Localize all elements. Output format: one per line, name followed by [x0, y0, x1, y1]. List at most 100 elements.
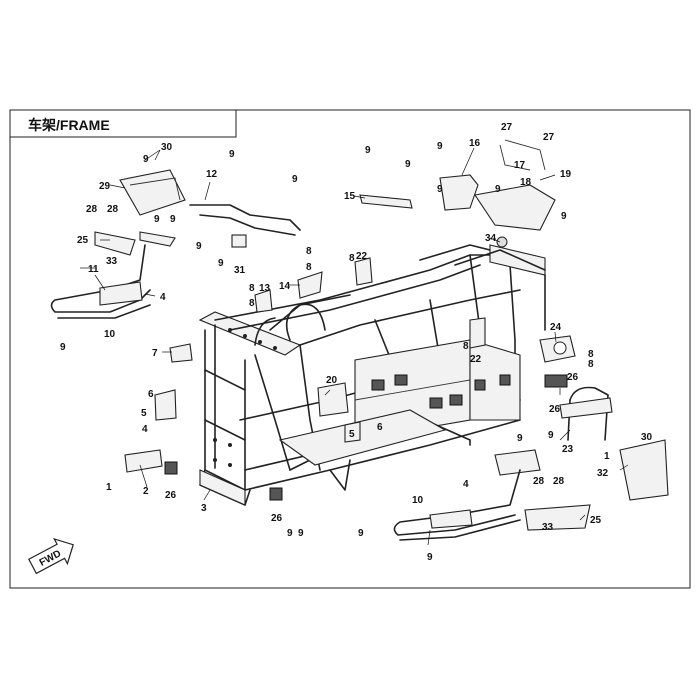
callout-9: 9 [218, 258, 224, 269]
callout-5: 5 [349, 429, 355, 440]
callout-33: 33 [106, 256, 118, 267]
callout-3: 3 [201, 503, 207, 514]
diagram-border [9, 109, 691, 589]
rear-brackets [439, 139, 556, 231]
front-left-footrest [50, 169, 186, 319]
rubber-26-b [269, 487, 283, 501]
callout-32: 32 [597, 468, 609, 479]
callout-9: 9 [495, 184, 501, 195]
callout-8: 8 [588, 349, 594, 360]
callouts: 30 9 29 28 28 9 9 25 33 11 4 10 9 1 2 9 9… [60, 122, 653, 563]
part-34-nut [496, 236, 508, 248]
callout-1: 1 [106, 482, 112, 493]
callout-14: 14 [279, 281, 291, 292]
part-14 [297, 271, 323, 299]
callout-2: 2 [143, 486, 149, 497]
callout-8: 8 [306, 246, 312, 257]
callout-9: 9 [365, 145, 371, 156]
part-13 [254, 289, 273, 313]
title-box [10, 110, 237, 138]
callout-27: 27 [501, 122, 513, 133]
part-5-left [154, 389, 177, 421]
callout-28: 28 [107, 204, 119, 215]
callout-4: 4 [463, 479, 469, 490]
callout-30: 30 [641, 432, 653, 443]
callout-26: 26 [165, 490, 177, 501]
callout-9: 9 [358, 528, 364, 539]
callout-8: 8 [588, 359, 594, 370]
callout-22: 22 [356, 251, 368, 262]
front-bracket [189, 204, 301, 248]
callout-26: 26 [549, 404, 561, 415]
rear-right-footrest [393, 439, 669, 541]
part-22b [469, 317, 486, 349]
part-7 [169, 343, 193, 363]
callout-9: 9 [196, 241, 202, 252]
callout-28: 28 [553, 476, 565, 487]
callout-9: 9 [437, 141, 443, 152]
callout-27: 27 [543, 132, 555, 143]
callout-13: 13 [259, 283, 271, 294]
callout-10: 10 [412, 495, 424, 506]
callout-9: 9 [292, 174, 298, 185]
callout-1: 1 [604, 451, 610, 462]
part-20 [317, 382, 349, 417]
callout-9: 9 [229, 149, 235, 160]
callout-25: 25 [77, 235, 89, 246]
diagram-title: 车架/FRAME [28, 117, 110, 133]
callout-7: 7 [152, 348, 158, 359]
callout-11: 11 [88, 264, 99, 275]
part-15-bar [359, 194, 413, 209]
callout-9: 9 [298, 528, 304, 539]
callout-31: 31 [234, 265, 246, 276]
callout-9: 9 [437, 184, 443, 195]
callout-8: 8 [249, 298, 255, 309]
part-24 [539, 335, 576, 363]
part-23 [559, 386, 613, 441]
callout-5: 5 [141, 408, 147, 419]
callout-33: 33 [542, 522, 554, 533]
callout-25: 25 [590, 515, 602, 526]
callout-15: 15 [344, 191, 356, 202]
callout-34: 34 [485, 233, 497, 244]
callout-6: 6 [377, 422, 383, 433]
rubber-26-a [164, 461, 178, 475]
callout-30: 30 [161, 142, 173, 153]
callout-9: 9 [405, 159, 411, 170]
rubber-26-c [544, 374, 568, 388]
callout-9: 9 [517, 433, 523, 444]
callout-9: 9 [143, 154, 149, 165]
callout-22: 22 [470, 354, 482, 365]
part-2 [124, 449, 163, 473]
callout-17: 17 [514, 160, 526, 171]
callout-23: 23 [562, 444, 574, 455]
callout-28: 28 [86, 204, 98, 215]
callout-9: 9 [154, 214, 160, 225]
callout-9: 9 [170, 214, 176, 225]
callout-9: 9 [548, 430, 554, 441]
callout-8: 8 [306, 262, 312, 273]
callout-8: 8 [463, 341, 469, 352]
fwd-arrow-icon [28, 537, 74, 575]
callout-28: 28 [533, 476, 545, 487]
callout-10: 10 [104, 329, 116, 340]
callout-26: 26 [567, 372, 579, 383]
callout-4: 4 [142, 424, 148, 435]
callout-4: 4 [160, 292, 166, 303]
callout-21: 9 [427, 552, 433, 563]
callout-8: 8 [249, 283, 255, 294]
callout-9: 9 [561, 211, 567, 222]
callout-6: 6 [148, 389, 154, 400]
fwd-arrow: FWD [28, 537, 74, 575]
callout-20: 20 [326, 375, 338, 386]
callout-18: 18 [520, 177, 532, 188]
leader-lines [80, 147, 629, 546]
part-5-right [344, 421, 361, 443]
callout-16: 16 [469, 138, 481, 149]
callout-8: 8 [349, 253, 355, 264]
part-22a [354, 257, 373, 286]
callout-29: 29 [99, 181, 111, 192]
callout-26: 26 [271, 513, 283, 524]
